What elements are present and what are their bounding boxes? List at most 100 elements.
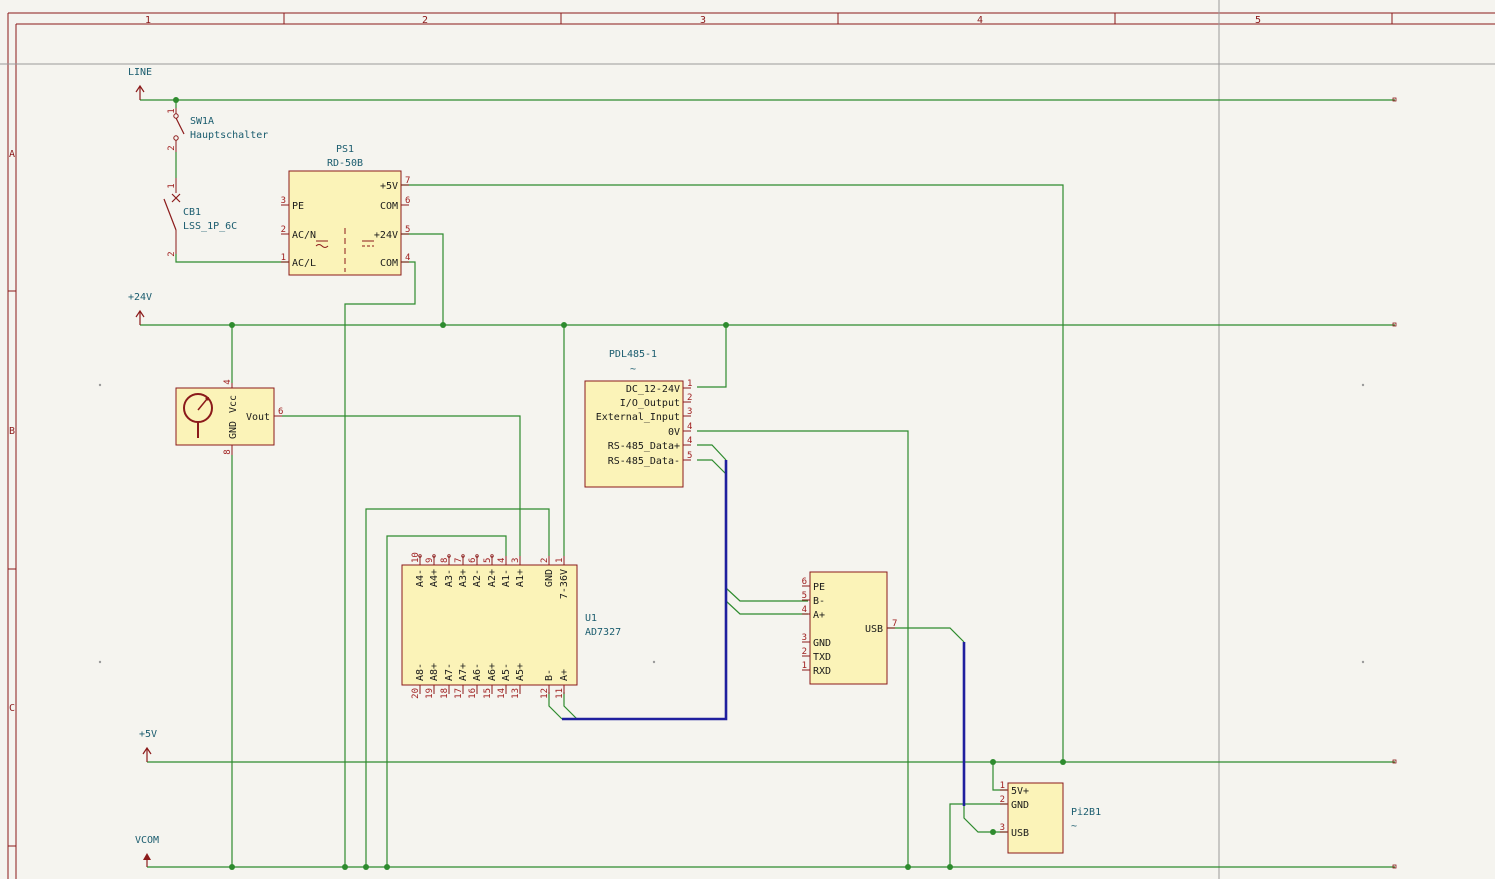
u1-pin-a1-name: A1- <box>501 569 512 587</box>
u1-pin-a8-number: 20 <box>411 688 421 699</box>
ps1-pin-5v-name: +5V <box>380 181 398 192</box>
usb-adapter-pin-gnd-name: GND <box>813 638 831 649</box>
frame-column-3: 3 <box>700 15 706 26</box>
u1-pin-gnd-number: 2 <box>540 558 550 563</box>
pdl485-pin-rs-485-data-number: 5 <box>687 451 692 461</box>
frame-column-1: 1 <box>145 15 151 26</box>
u1-pin-a3-number: 7 <box>454 558 464 563</box>
frame-column-5: 5 <box>1255 15 1261 26</box>
u1-reference: U1 <box>585 613 597 624</box>
u1-value: AD7327 <box>585 627 621 638</box>
frame-row-c: C <box>9 703 15 714</box>
gauge-icon <box>183 393 213 438</box>
pi-pin-5v-number: 1 <box>1000 781 1005 791</box>
u1-pin-gnd-name: GND <box>544 569 555 587</box>
sw1a-value: Hauptschalter <box>190 130 268 141</box>
sheet-frame <box>7 12 1495 879</box>
u1-pin-a3-name: A3+ <box>458 569 469 587</box>
u1-pin-a-number: 11 <box>555 688 565 699</box>
u1-pin-7-36v-number: 1 <box>555 558 565 563</box>
pdl485-reference: PDL485-1 <box>609 349 657 360</box>
u1-pin-7-36v-name: 7-36V <box>559 569 570 599</box>
usb-adapter-pin-a-number: 4 <box>802 605 807 615</box>
u1-pin-a6-number: 15 <box>483 688 493 699</box>
u1-pin-a6-number: 16 <box>468 688 478 699</box>
u1-pin-a8-name: A8+ <box>429 663 440 681</box>
u1-pin-a5-name: A5+ <box>515 663 526 681</box>
ps1-pin-com-number: 6 <box>405 196 410 206</box>
pdl485-pin-i-o-output-number: 2 <box>687 393 692 403</box>
frame-column-4: 4 <box>977 15 983 26</box>
u1-pin-a4-name: A4+ <box>429 569 440 587</box>
usb-adapter-pin-usb-name: USB <box>865 624 883 635</box>
ps1-pin-5v-number: 7 <box>405 176 410 186</box>
pi-pin-5v-name: 5V+ <box>1011 786 1029 797</box>
pi-value: ~ <box>1071 821 1077 832</box>
pdl485-pin-dc-12-24v-number: 1 <box>687 379 692 389</box>
u1-pin-a6-name: A6- <box>472 663 483 681</box>
pi-pin-usb-number: 3 <box>1000 823 1005 833</box>
frame-column-2: 2 <box>422 15 428 26</box>
sensor-gauge[interactable]: Vcc 4 GND 8 Vout 6 <box>175 379 283 455</box>
ps1-value: RD-50B <box>327 158 363 169</box>
switch-sw1a[interactable]: 1 2 SW1A Hauptschalter <box>167 108 268 152</box>
u1-pin-a5-number: 14 <box>497 688 507 699</box>
usb-adapter-pin-txd-number: 2 <box>802 647 807 657</box>
pdl485-pin-rs-485-data-number: 4 <box>687 436 692 446</box>
u1-pin-a7-name: A7- <box>444 663 455 681</box>
pdl485-pin-rs-485-data-name: RS-485_Data+ <box>608 441 680 452</box>
adc-module-u1[interactable]: U1 AD7327 A4-10A4+9A3-8A3+7A2-6A2+5A1-4A… <box>401 552 621 699</box>
ps1-pin-com-number: 4 <box>405 253 410 263</box>
u1-pin-a5-name: A5- <box>501 663 512 681</box>
pdl485-pin-0v-name: 0V <box>668 427 680 438</box>
u1-pin-a3-nc-marker <box>447 554 451 558</box>
u1-pin-a4-number: 9 <box>425 558 435 563</box>
power-rail-24v: +24V <box>128 292 152 325</box>
u1-bottom-pins: A8-20A8+19A7-18A7+17A6-16A6+15A5-14A5+13… <box>411 663 570 699</box>
ps1-pin-24v-number: 5 <box>405 225 410 235</box>
frame-row-a: A <box>9 149 15 160</box>
ps1-pin-com-name: COM <box>380 258 398 269</box>
u1-pin-a7-number: 18 <box>440 688 450 699</box>
usb-adapter-pin-b-name: B- <box>813 596 825 607</box>
power-label-5v: +5V <box>139 729 157 740</box>
usb-adapter-pin-usb-number: 7 <box>892 619 897 629</box>
usb-adapter-pin-a-name: A+ <box>813 610 825 621</box>
usb-adapter-pin-gnd-number: 3 <box>802 633 807 643</box>
u1-pin-a2-nc-marker <box>490 554 494 558</box>
pdl485-pin-dc-12-24v-name: DC_12-24V <box>626 384 680 395</box>
pdl485-pin-external-input-number: 3 <box>687 407 692 417</box>
usb-adapter-pin-b-number: 5 <box>802 591 807 601</box>
power-label-vcom: VCOM <box>135 835 159 846</box>
usb-adapter-pin-pe-number: 6 <box>802 577 807 587</box>
ps1-pin-ac-n-name: AC/N <box>292 230 316 241</box>
u1-pin-a7-number: 17 <box>454 688 464 699</box>
u1-pin-b-name: B- <box>544 669 555 681</box>
ps1-pin-ac-l-number: 1 <box>281 253 286 263</box>
breaker-cb1[interactable]: 1 2 CB1 LSS_1P_6C <box>163 178 237 257</box>
usb-adapter-pin-pe-name: PE <box>813 582 825 593</box>
u1-pin-a1-number: 3 <box>511 558 521 563</box>
u1-pin-a4-nc-marker <box>432 554 436 558</box>
pdl485-pin-rs-485-data-name: RS-485_Data- <box>608 456 680 467</box>
power-rail-line: LINE <box>128 67 152 100</box>
cb1-value: LSS_1P_6C <box>183 221 237 232</box>
usb-adapter-pin-rxd-name: RXD <box>813 666 831 677</box>
u1-pin-a4-number: 10 <box>411 552 421 563</box>
u1-pin-a7-name: A7+ <box>458 663 469 681</box>
pdl485-pin-external-input-name: External_Input <box>596 412 680 423</box>
u1-pin-a3-number: 8 <box>440 558 450 563</box>
u1-pin-a-name: A+ <box>559 669 570 681</box>
u1-pin-a3-name: A3- <box>444 569 455 587</box>
usb-adapter-pin-txd-name: TXD <box>813 652 831 663</box>
u1-pin-a2-nc-marker <box>475 554 479 558</box>
ps1-pin-24v-name: +24V <box>374 230 398 241</box>
u1-pin-a5-number: 13 <box>511 688 521 699</box>
